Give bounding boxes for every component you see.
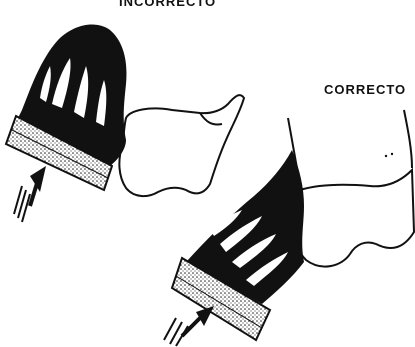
incorrect-label: INCORRECTO (119, 0, 216, 9)
arrow-icon-correct (164, 306, 214, 346)
incorrect-panel (6, 25, 244, 222)
tooth-icon (119, 95, 244, 196)
correct-label: CORRECTO (324, 82, 406, 97)
gum-icon (288, 110, 412, 186)
arrow-icon (14, 166, 46, 222)
tooth-icon-correct (294, 170, 414, 267)
